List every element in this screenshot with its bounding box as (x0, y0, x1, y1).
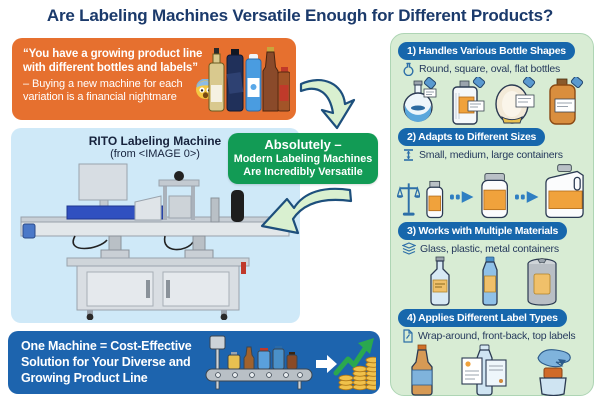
oval-bottle-icon (495, 77, 536, 124)
answer-box: Absolutely – Modern Labeling Machines Ar… (228, 133, 378, 184)
labeling-machine-illustration (15, 162, 295, 320)
machine-panel: RITO Labeling Machine (from <IMAGE 0>) (11, 128, 300, 323)
feature-section-label-types: 4) Applies Different Label Types Wrap-ar… (397, 308, 587, 396)
medium-container-icon (481, 173, 509, 219)
label-icon (402, 329, 414, 343)
machine-caption-title: RITO Labeling Machine (88, 134, 222, 148)
plastic-bottle-icon (482, 256, 498, 306)
feature-subtitle-4: Wrap-around, front-back, top labels (418, 330, 576, 342)
page-title: Are Labeling Machines Versatile Enough f… (46, 6, 554, 25)
problem-note-line1: – Buying a new machine for each (23, 78, 183, 91)
benefit-line1: One Machine = Cost-Effective (21, 339, 192, 353)
conveyor-to-profit-illustration (194, 333, 376, 393)
benefit-text: One Machine = Cost-Effective Solution fo… (8, 331, 208, 394)
feature-header-1: 1) Handles Various Bottle Shapes (398, 42, 575, 60)
wrap-around-label-bottle-icon (411, 344, 433, 396)
flat-bottle-icon (549, 77, 584, 125)
curved-arrow-down-left-icon (256, 184, 356, 236)
feature-subtitle-3: Glass, plastic, metal containers (420, 242, 559, 255)
machine-caption-source: (from <IMAGE 0>) (110, 148, 200, 160)
problem-box: “You have a growing product line with di… (12, 38, 296, 120)
dashed-arrow-icon (514, 191, 539, 203)
benefit-line2: Solution for Your Diverse and (21, 355, 191, 369)
bottle-shapes-illustration (397, 77, 587, 125)
feature-subtitle-2: Small, medium, large containers (419, 149, 563, 161)
label-types-illustration (397, 344, 587, 396)
feature-header-2: 2) Adapts to Different Sizes (398, 128, 546, 146)
top-label-bottle-icon (537, 349, 571, 396)
metal-can-icon (527, 258, 557, 306)
answer-line2: Modern Labeling Machines (233, 152, 373, 165)
feature-header-4: 4) Applies Different Label Types (398, 309, 567, 327)
glass-bottle-icon (430, 256, 450, 306)
curved-arrow-down-icon (297, 72, 359, 132)
large-container-icon (545, 164, 584, 219)
benefit-box: One Machine = Cost-Effective Solution fo… (8, 331, 380, 394)
feature-subtitle-1: Round, square, oval, flat bottles (419, 63, 561, 75)
problem-text: “You have a growing product line with di… (23, 47, 219, 105)
square-bottle-icon (452, 77, 486, 125)
bottle-group-illustration (206, 45, 290, 113)
problem-quote-line2: with different bottles and labels” (23, 62, 198, 75)
problem-quote-line1: “You have a growing product line (23, 48, 203, 60)
feature-section-sizes: 2) Adapts to Different Sizes Small, medi… (397, 127, 587, 219)
feature-header-3: 3) Works with Multiple Materials (398, 222, 568, 240)
dashed-arrow-icon (449, 191, 474, 203)
front-back-label-bottle-icon (461, 344, 507, 396)
layers-icon (402, 242, 416, 255)
flask-icon (402, 62, 415, 76)
feature-section-materials: 3) Works with Multiple Materials Glass, … (397, 221, 587, 306)
answer-line3: Are Incredibly Versatile (243, 165, 363, 178)
balance-scale-icon (397, 183, 421, 216)
materials-illustration (397, 256, 587, 306)
problem-note-line2: variation is a financial nightmare (23, 91, 177, 104)
benefit-line3: Growing Product Line (21, 371, 148, 385)
small-container-icon (426, 180, 444, 219)
round-bottle-icon (403, 77, 437, 122)
answer-line1: Absolutely – (264, 137, 342, 152)
feature-section-bottle-shapes: 1) Handles Various Bottle Shapes Round, … (397, 41, 587, 125)
features-panel: 1) Handles Various Bottle Shapes Round, … (390, 33, 594, 396)
height-adjust-icon (402, 148, 415, 162)
machine-caption: RITO Labeling Machine (from <IMAGE 0>) (55, 134, 255, 160)
sizes-illustration (397, 163, 587, 219)
